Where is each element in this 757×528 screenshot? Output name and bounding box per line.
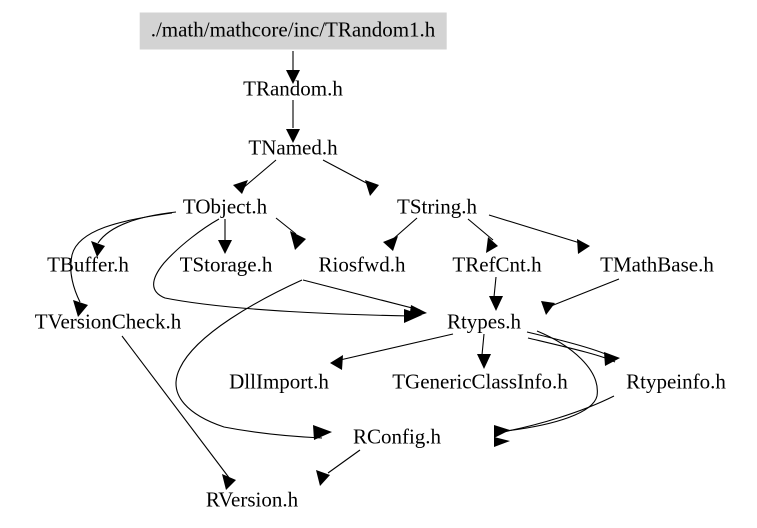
edge-tstring-trefcnt: [467, 218, 494, 241]
node-trefcnt[interactable]: TRefCnt.h: [452, 252, 542, 277]
node-tstring[interactable]: TString.h: [397, 194, 477, 219]
node-tversioncheck[interactable]: TVersionCheck.h: [34, 309, 182, 334]
node-riosfwd[interactable]: Riosfwd.h: [318, 252, 406, 277]
edge-tobject-tbuffer: [97, 211, 177, 244]
edge-rtypeinfo-rconfig: [502, 395, 615, 433]
node-rtypeinfo[interactable]: Rtypeinfo.h: [626, 369, 726, 394]
node-root[interactable]: ./math/mathcore/inc/TRandom1.h: [139, 12, 447, 50]
edge-rconfig-rversion: [327, 449, 361, 474]
edge-trefcnt-rtypes: [493, 276, 497, 298]
graph-arrowheads: [73, 70, 620, 490]
edge-riosfwd-rtypes: [302, 279, 421, 311]
node-rconfig[interactable]: RConfig.h: [352, 424, 442, 449]
node-trandom[interactable]: TRandom.h: [243, 76, 343, 101]
node-tnamed[interactable]: TNamed.h: [248, 135, 338, 160]
edge-riosfwd-rconfig: [175, 279, 323, 439]
node-dllimport[interactable]: DllImport.h: [229, 369, 329, 394]
node-tgenericclassinfo[interactable]: TGenericClassInfo.h: [392, 369, 568, 394]
node-tmathbase[interactable]: TMathBase.h: [600, 252, 714, 277]
edge-tobject-riosfwd: [275, 217, 297, 235]
edge-tnamed-tstring: [322, 159, 373, 187]
edge-rtypes-dllimport: [339, 333, 454, 361]
node-tobject[interactable]: TObject.h: [182, 194, 268, 219]
edge-tstring-riosfwd: [391, 217, 418, 241]
node-tstorage[interactable]: TStorage.h: [179, 252, 273, 277]
node-rversion[interactable]: RVersion.h: [205, 487, 299, 512]
edge-tstring-tmathbase: [488, 214, 581, 244]
edge-tnamed-tobject: [242, 159, 277, 189]
edge-rtypes-tgenericclassinfo: [481, 333, 485, 356]
node-rtypes[interactable]: Rtypes.h: [446, 309, 522, 334]
node-tbuffer[interactable]: TBuffer.h: [47, 252, 129, 277]
edge-tversioncheck-rversion: [121, 335, 231, 480]
edge-rtypes-rtypeinfo: [526, 331, 615, 359]
edge-tmathbase-rtypes: [550, 278, 620, 307]
edge-rtypeinfo-rtypes: [527, 337, 616, 363]
